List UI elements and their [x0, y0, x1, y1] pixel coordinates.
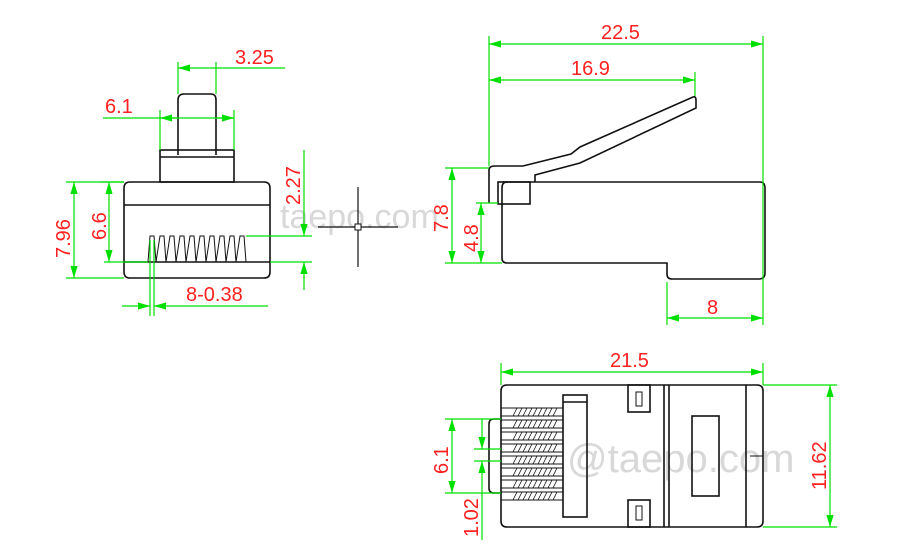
side-view: 22.5 16.9 7.8 4.8 8: [431, 22, 766, 325]
front-view: 3.25 6.1 7.96 6.6 2.27 8-0.38: [53, 47, 312, 316]
dim-total-length: 22.5: [601, 22, 640, 44]
dim-contact-pitch-top: 1.02: [461, 498, 483, 537]
top-view: 21.5 11.62 6.1 1.02: [431, 350, 837, 540]
dim-front-height: 4.8: [461, 224, 483, 252]
dim-latch-length: 16.9: [571, 58, 610, 80]
dim-top-length: 21.5: [610, 350, 649, 372]
dim-total-height: 7.96: [53, 219, 75, 258]
dim-contact-pitch: 8-0.38: [186, 284, 243, 306]
dim-latch-base-width: 6.1: [105, 96, 133, 118]
dim-body-height: 6.6: [89, 212, 111, 240]
dim-rear-step: 8: [707, 297, 718, 319]
dim-side-height: 7.8: [431, 204, 453, 232]
watermark-top: @taepo.com: [567, 437, 794, 481]
dim-contact-height: 2.27: [283, 166, 305, 205]
dim-latch-width: 3.25: [235, 47, 274, 69]
crosshair-mark: [318, 187, 398, 267]
dim-top-width: 11.62: [809, 441, 831, 490]
dim-contact-span: 6.1: [431, 446, 453, 474]
